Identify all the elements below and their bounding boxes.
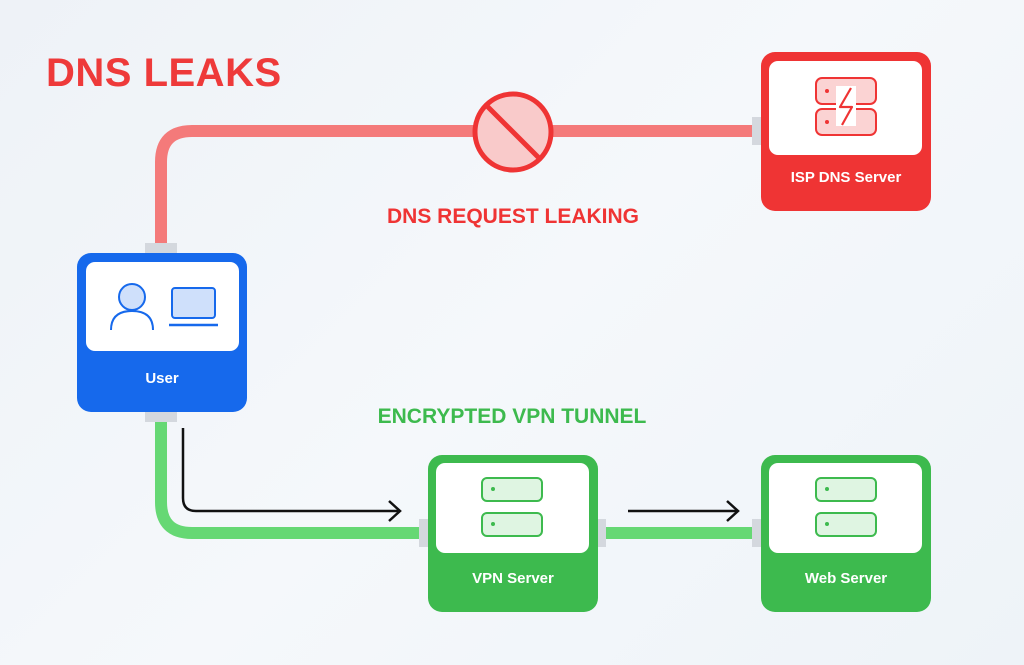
person-icon: [110, 283, 154, 331]
web-server-label: Web Server: [805, 570, 887, 587]
web-server-node: Web Server: [761, 455, 931, 612]
leak-path: [155, 125, 756, 250]
dns-server-bolt-icon: [815, 77, 877, 136]
tunnel-path: [155, 417, 426, 539]
page-title: DNS LEAKS: [46, 51, 282, 95]
arrow-user-to-vpn: [181, 428, 402, 522]
leak-label: DNS REQUEST LEAKING: [387, 205, 639, 228]
blocked-icon: [472, 91, 554, 173]
server-stack-icon: [481, 477, 543, 537]
user-node: User: [77, 253, 247, 412]
server-stack-icon: [815, 477, 877, 537]
tunnel-label: ENCRYPTED VPN TUNNEL: [378, 405, 647, 428]
vpn-server-label: VPN Server: [472, 570, 554, 587]
user-bottom-connector: [145, 410, 177, 422]
isp-dns-server-node: ISP DNS Server: [761, 52, 931, 211]
laptop-icon: [169, 287, 218, 327]
vpn-server-node: VPN Server: [428, 455, 598, 612]
user-top-connector: [145, 243, 177, 255]
arrow-vpn-to-web: [628, 500, 740, 522]
isp-dns-server-label: ISP DNS Server: [791, 169, 902, 186]
user-label: User: [145, 370, 179, 387]
